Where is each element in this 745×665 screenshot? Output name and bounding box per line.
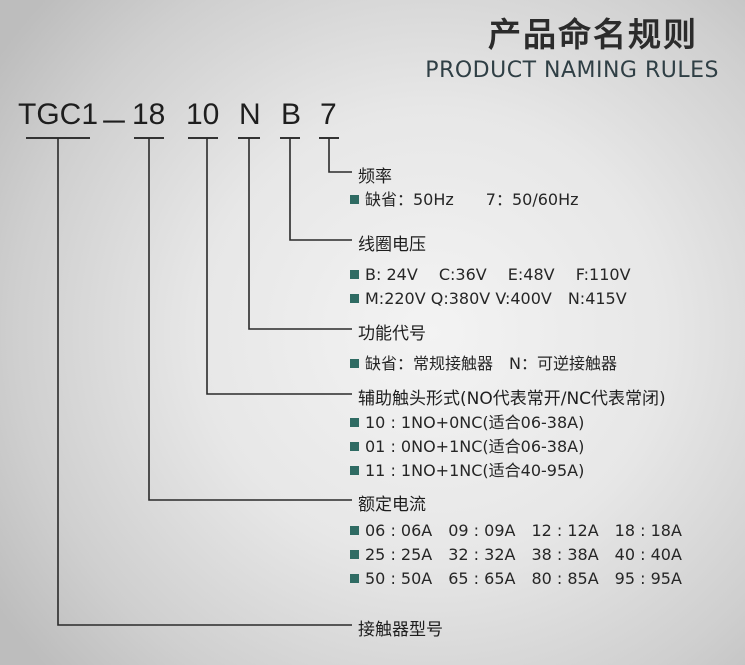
bullet-icon <box>350 195 359 204</box>
aux-contacts-row-3: 11 : 1NO+1NC(适合40-95A) <box>350 457 584 481</box>
connector-contacts <box>206 138 352 395</box>
aux-contacts-row-1: 10 : 1NO+0NC(适合06-38A) <box>350 409 584 433</box>
connector-model <box>57 138 352 626</box>
bullet-icon <box>350 526 359 535</box>
coil-voltage-row-1: B: 24V C:36V E:48V F:110V <box>350 261 631 285</box>
code-frequency: 7 <box>320 98 337 131</box>
bullet-icon <box>350 574 359 583</box>
model-label: 接触器型号 <box>358 620 443 640</box>
connector-voltage <box>289 138 352 241</box>
code-contacts: 10 <box>186 98 220 131</box>
rated-current-row-3: 50 : 50A 65 : 65A 80 : 85A 95 : 95A <box>350 565 682 589</box>
bullet-icon <box>350 550 359 559</box>
rated-current-label: 额定电流 <box>358 495 426 515</box>
code-voltage: B <box>281 98 302 131</box>
bullet-icon <box>350 359 359 368</box>
bullet-icon <box>350 418 359 427</box>
connector-current <box>148 138 352 501</box>
connector-frequency <box>328 138 352 173</box>
function-row-1: 缺省：常规接触器 N：可逆接触器 <box>350 350 617 374</box>
function-label: 功能代号 <box>358 324 426 344</box>
bullet-icon <box>350 294 359 303</box>
page-title: 产品命名规则 <box>488 15 698 54</box>
bullet-icon <box>350 442 359 451</box>
page-subtitle: PRODUCT NAMING RULES <box>425 58 719 83</box>
code-current: 18 <box>132 98 166 131</box>
frequency-row-1: 缺省：50Hz 7：50/60Hz <box>350 186 579 210</box>
code-prefix: TGC1 <box>18 98 99 131</box>
aux-contacts-label: 辅助触头形式(NO代表常开/NC代表常闭) <box>358 389 666 409</box>
connector-function <box>248 138 352 330</box>
frequency-label: 频率 <box>358 167 392 187</box>
rated-current-row-2: 25 : 25A 32 : 32A 38 : 38A 40 : 40A <box>350 541 682 565</box>
coil-voltage-row-2: M:220V Q:380V V:400V N:415V <box>350 285 627 309</box>
rated-current-row-1: 06 : 06A 09 : 09A 12 : 12A 18 : 18A <box>350 517 682 541</box>
coil-voltage-label: 线圈电压 <box>358 235 426 255</box>
bullet-icon <box>350 270 359 279</box>
aux-contacts-row-2: 01 : 0NO+1NC(适合06-38A) <box>350 433 584 457</box>
code-function: N <box>239 98 261 131</box>
bullet-icon <box>350 466 359 475</box>
code-dash: － <box>99 107 129 140</box>
underline-contacts <box>188 137 218 139</box>
